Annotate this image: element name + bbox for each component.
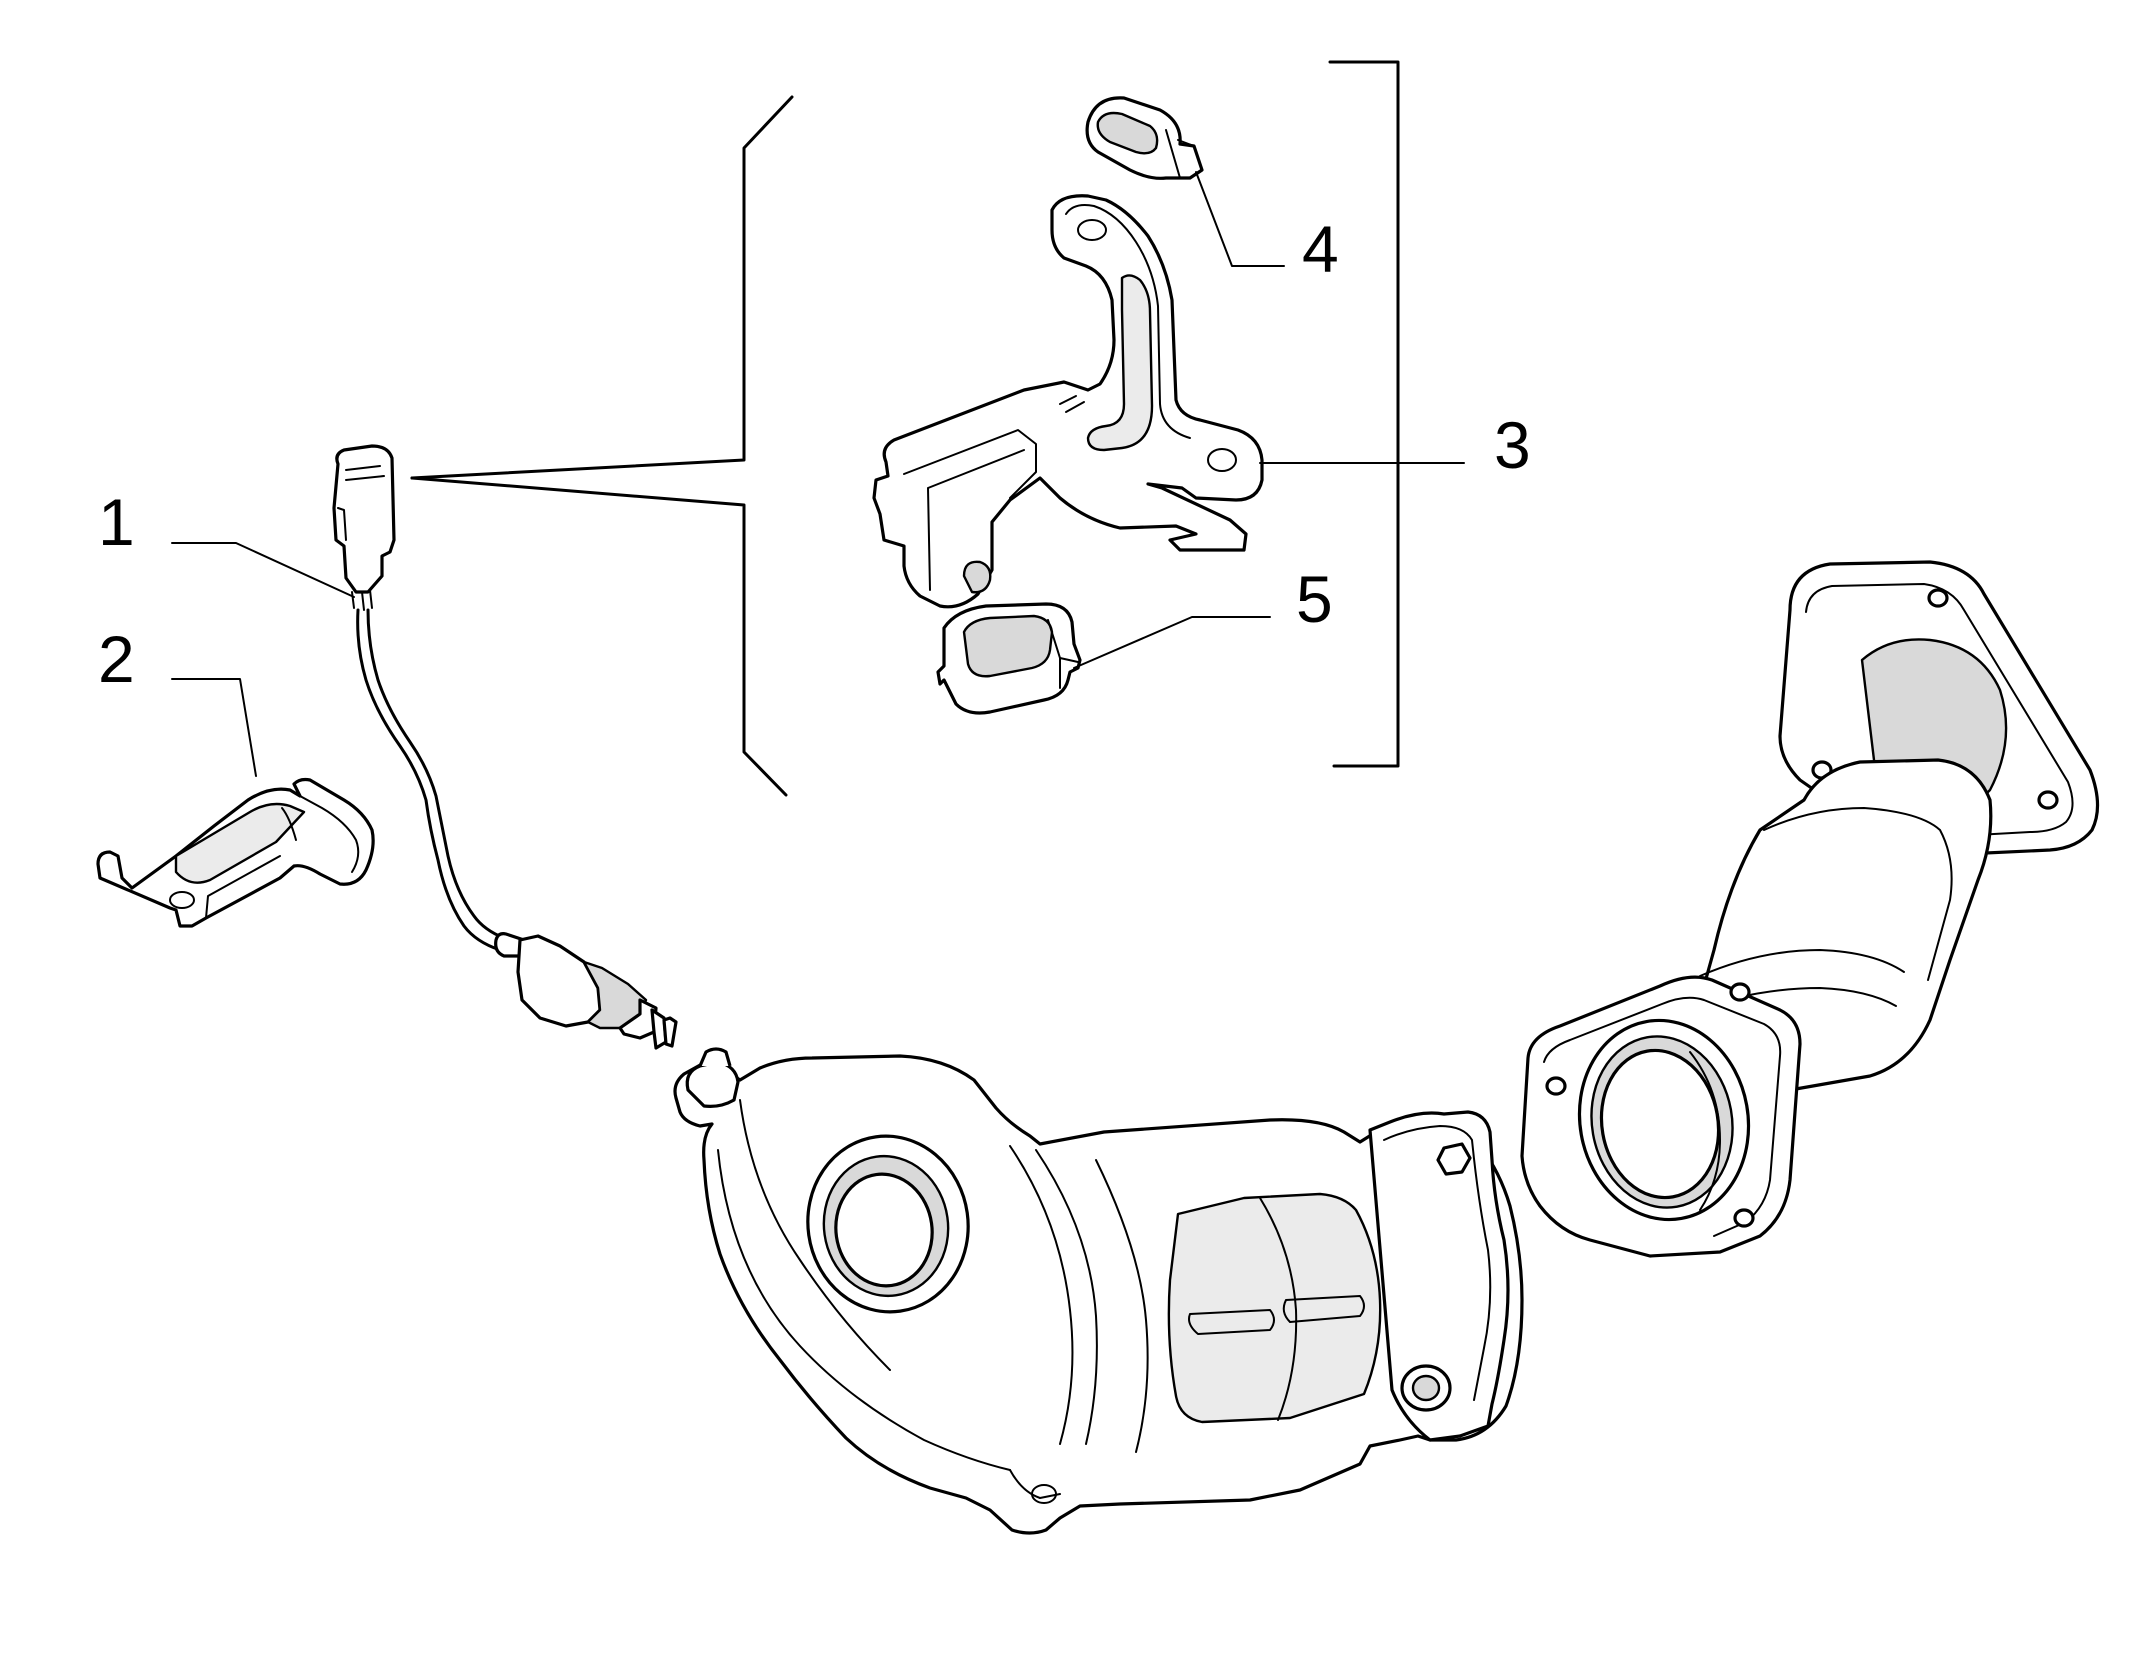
oxygen-sensor [332, 444, 678, 1050]
mounting-bracket [872, 194, 1264, 609]
grommet-bottom [936, 602, 1082, 715]
callout-1: 1 [98, 485, 135, 559]
callout-2: 2 [98, 622, 135, 696]
group-bracket [410, 60, 1400, 797]
leader-lines [171, 171, 1465, 777]
callout-3: 3 [1494, 408, 1531, 482]
grommet-top [1085, 96, 1204, 180]
callout-5: 5 [1296, 562, 1333, 636]
catalytic-converter [673, 1047, 1524, 1535]
front-exhaust-pipe [1520, 560, 2100, 1258]
heat-shield-clip [96, 777, 375, 928]
callout-4: 4 [1302, 212, 1339, 286]
